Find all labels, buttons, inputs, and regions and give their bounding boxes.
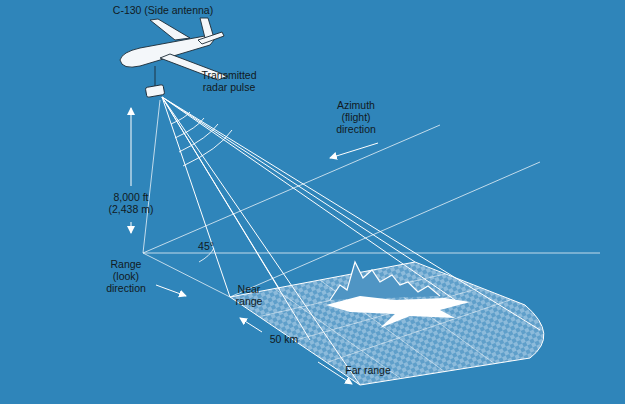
aircraft-label: C-130 (Side antenna): [108, 4, 218, 16]
range-label: Near range: [226, 283, 272, 307]
callout-label: Transmitted radar pulse: [194, 69, 264, 93]
range-label: Far range: [336, 364, 400, 376]
dimension-label: 8,000 ft (2,438 m): [103, 191, 159, 215]
dimension-label: 50 km: [262, 333, 306, 345]
direction-label: Azimuth (flight) direction: [326, 99, 386, 135]
angle-label: 45°: [194, 240, 218, 252]
direction-label: Range (look) direction: [96, 258, 156, 294]
